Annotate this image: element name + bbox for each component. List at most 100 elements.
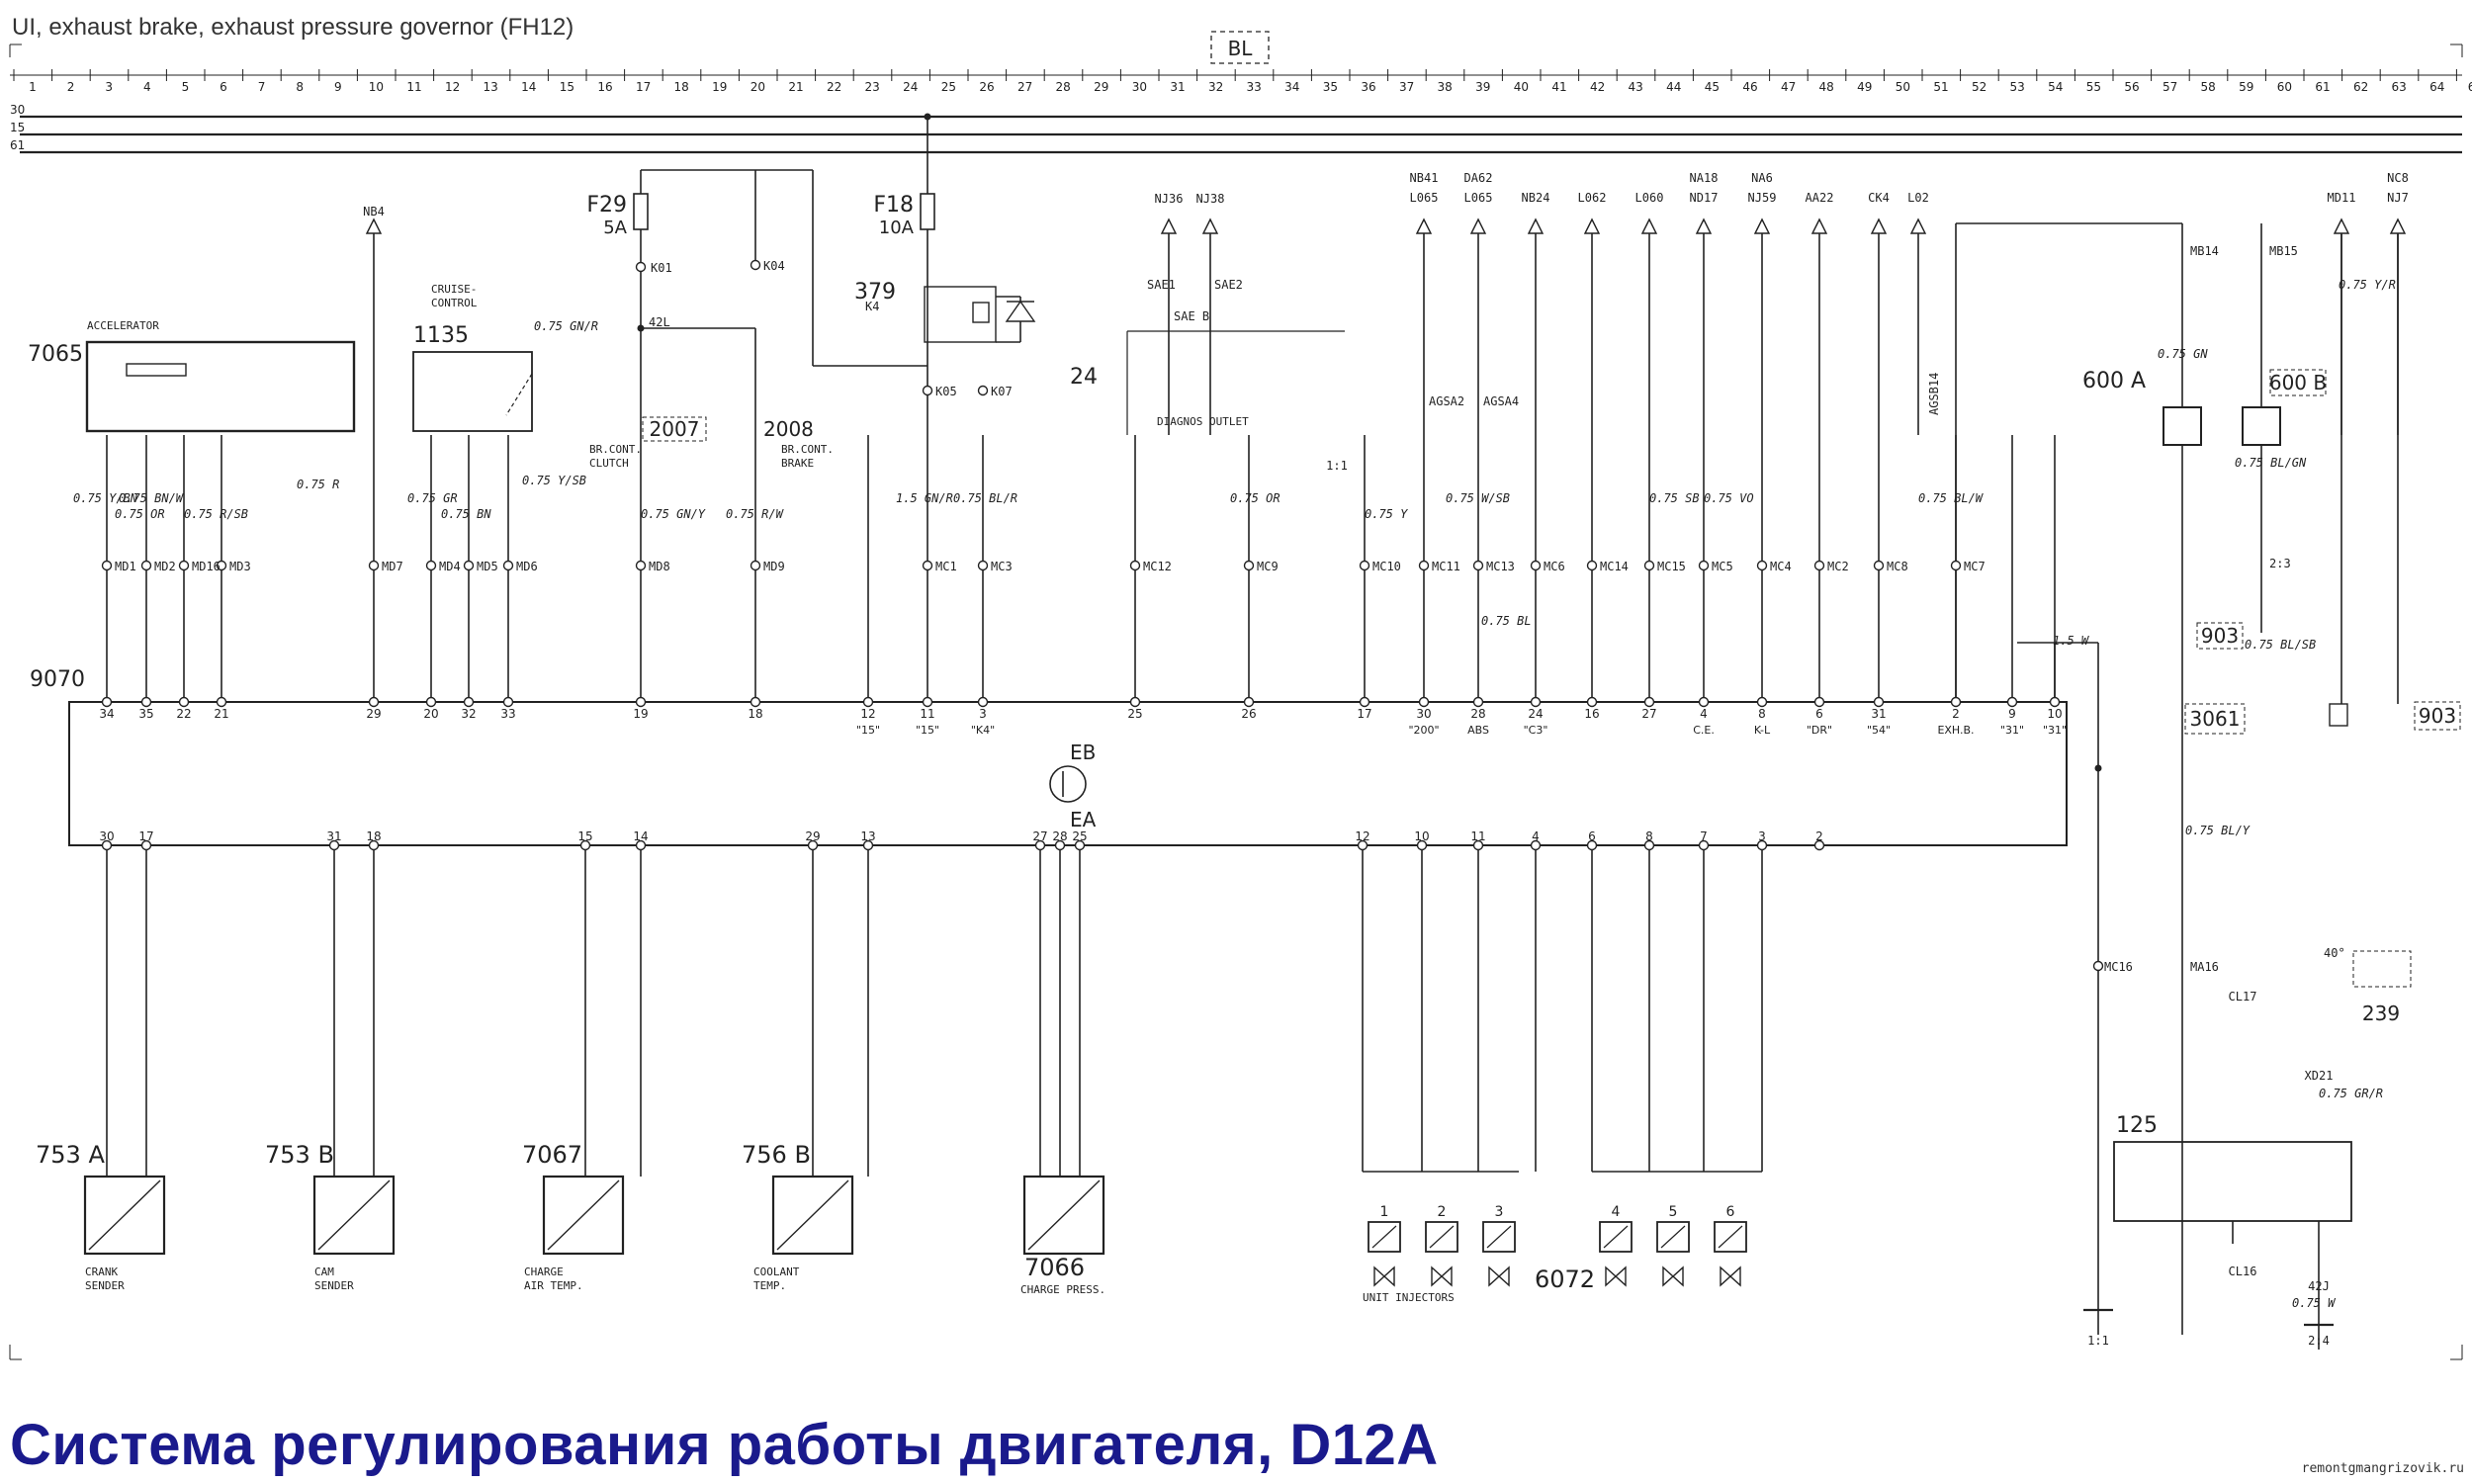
connector-pin bbox=[922, 385, 933, 396]
wire-segment bbox=[1718, 1225, 1743, 1249]
ref-label: ND17 bbox=[1690, 191, 1719, 205]
connector-pin bbox=[1357, 839, 1368, 851]
ecu-ea: EA bbox=[1070, 808, 1097, 831]
wire-gauge-label: 0.75 BL/GN bbox=[2235, 456, 2307, 470]
wire-segment bbox=[1603, 1225, 1629, 1249]
ecu-pin-number: 17 bbox=[138, 829, 153, 843]
component-id: 2007 bbox=[650, 417, 700, 441]
connector-label: MD7 bbox=[382, 560, 403, 573]
ecu-pin-number: 4 bbox=[1532, 829, 1540, 843]
component-name: BRAKE bbox=[781, 457, 814, 470]
ecu-pin-number: 4 bbox=[1700, 707, 1708, 721]
ecu-pin-number: 21 bbox=[214, 707, 228, 721]
ecu-pin-number: 30 bbox=[99, 829, 114, 843]
connector-pin bbox=[1643, 560, 1655, 571]
ecu-pin-number: 30 bbox=[1416, 707, 1431, 721]
connector-pin bbox=[1054, 839, 1066, 851]
column-number: 27 bbox=[1017, 80, 1032, 94]
ecu-pin-number: 3 bbox=[1758, 829, 1766, 843]
connector-pin bbox=[1243, 696, 1255, 708]
connector-pin bbox=[1243, 560, 1255, 571]
ref-label: NB41 bbox=[1410, 171, 1439, 185]
ref-arrow-icon bbox=[1201, 218, 1219, 234]
injector-coil bbox=[1599, 1221, 1633, 1253]
ecu-pin-number: 8 bbox=[1645, 829, 1653, 843]
injector-coil bbox=[1425, 1221, 1458, 1253]
column-number: 16 bbox=[597, 80, 612, 94]
ref-arrow-icon bbox=[1415, 218, 1433, 234]
ecu-pin-number: 3 bbox=[979, 707, 987, 721]
connector-pin bbox=[977, 385, 989, 396]
ecu-pin-number: 28 bbox=[1470, 707, 1485, 721]
connector-pin bbox=[922, 696, 933, 708]
wire-gauge-label: 0.75 BL/W bbox=[1918, 491, 1985, 505]
ecu-pin-number: 14 bbox=[633, 829, 648, 843]
component-name: CRANK bbox=[85, 1266, 118, 1278]
wire-segment bbox=[505, 373, 533, 416]
ecu-pin-number: 6 bbox=[1588, 829, 1596, 843]
ecu-pin-number: 10 bbox=[1414, 829, 1429, 843]
connector-pin bbox=[216, 696, 227, 708]
component-id: 2008 bbox=[763, 417, 814, 441]
component-id: 24 bbox=[1070, 365, 1098, 390]
wire-gauge-label: 0.75 Y/R bbox=[2339, 278, 2396, 292]
ecu-pin-number: 31 bbox=[1871, 707, 1886, 721]
component-name: CLUTCH bbox=[589, 457, 629, 470]
connector-label: K04 bbox=[763, 259, 785, 273]
connector-label: K05 bbox=[935, 385, 957, 398]
column-number: 57 bbox=[2163, 80, 2177, 94]
valve-600b bbox=[2242, 406, 2281, 446]
column-number: 63 bbox=[2392, 80, 2407, 94]
column-number: 41 bbox=[1551, 80, 1566, 94]
connector-pin bbox=[1950, 560, 1962, 571]
connector-pin bbox=[502, 560, 514, 571]
ref-arrow-icon bbox=[2389, 218, 2407, 234]
connector-pin bbox=[1813, 560, 1825, 571]
ref-label: L060 bbox=[1635, 191, 1664, 205]
column-number: 54 bbox=[2048, 80, 2063, 94]
ref-label: NB24 bbox=[1522, 191, 1550, 205]
wire-gauge-label: 0.75 GN/R bbox=[534, 319, 598, 333]
ref-label: NJ7 bbox=[2387, 191, 2409, 205]
column-number: 48 bbox=[1819, 80, 1834, 94]
wire-gauge-label: 0.75 R/SB bbox=[184, 507, 248, 521]
connector-pin bbox=[425, 696, 437, 708]
ref-label: L065 bbox=[1410, 191, 1439, 205]
ref-label: AA22 bbox=[1806, 191, 1834, 205]
injector-coil bbox=[1368, 1221, 1401, 1253]
component-id: 6072 bbox=[1535, 1266, 1595, 1293]
valve-600a bbox=[2163, 406, 2202, 446]
watermark: remontgmangrizovik.ru bbox=[2301, 1461, 2464, 1476]
ref-label: NJ59 bbox=[1748, 191, 1777, 205]
column-number: 64 bbox=[2429, 80, 2444, 94]
rail-label: 61 bbox=[10, 138, 25, 152]
connector-pin bbox=[1472, 696, 1484, 708]
connector-pin bbox=[178, 560, 190, 571]
column-number: 24 bbox=[903, 80, 918, 94]
column-number: 59 bbox=[2239, 80, 2253, 94]
component-id: 379 bbox=[854, 280, 896, 305]
column-number: 23 bbox=[865, 80, 880, 94]
column-number: 28 bbox=[1056, 80, 1071, 94]
ecu-pin-number: 17 bbox=[1357, 707, 1371, 721]
component-name: DIAGNOS OUTLET bbox=[1157, 415, 1249, 428]
ecu-label: 9070 bbox=[30, 667, 85, 692]
ref-label: MD11 bbox=[2328, 191, 2356, 205]
connector-pin bbox=[977, 560, 989, 571]
connector-pin bbox=[2006, 696, 2018, 708]
connector-label: AGSA2 bbox=[1429, 394, 1464, 408]
relay-coil bbox=[972, 302, 990, 323]
component-name: CONTROL bbox=[431, 297, 478, 309]
column-number: 20 bbox=[750, 80, 765, 94]
ecu-pin-function: ABS bbox=[1467, 724, 1489, 737]
column-number: 30 bbox=[1132, 80, 1147, 94]
connector-label: 2:4 bbox=[2308, 1334, 2330, 1348]
component-id: 7067 bbox=[522, 1141, 582, 1169]
component-name: SENDER bbox=[85, 1279, 125, 1292]
ecu-pin-number: 33 bbox=[500, 707, 515, 721]
connector-pin bbox=[1359, 696, 1370, 708]
connector-pin bbox=[1873, 696, 1885, 708]
connector-label: 1:1 bbox=[1326, 459, 1348, 473]
wire-segment bbox=[776, 1179, 849, 1251]
ref-arrow-icon bbox=[1695, 218, 1713, 234]
